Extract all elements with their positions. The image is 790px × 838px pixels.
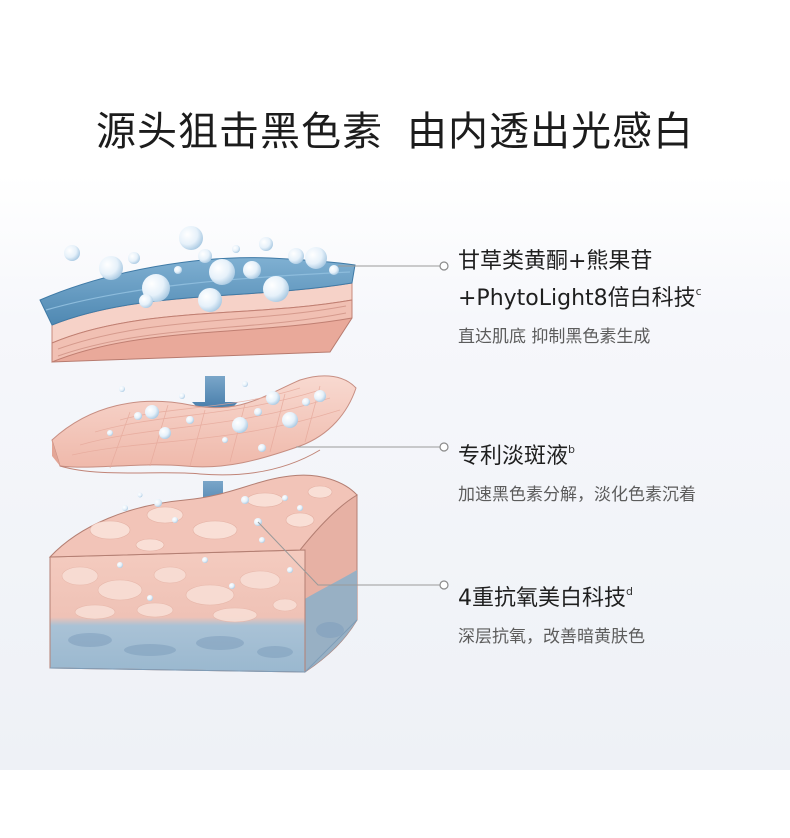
callout-1-desc: 直达肌底 抑制黑色素生成	[458, 327, 651, 347]
bubble-icon	[64, 226, 339, 312]
bottom-band	[0, 770, 790, 838]
callout-2-line1: 专利淡斑液	[458, 444, 569, 469]
callout-2-sup: b	[568, 443, 575, 456]
callout-1-heading: 甘草类黄酮+熊果苷 +PhytoLight8倍白科技c	[458, 247, 702, 314]
middle-skin-layer	[51, 375, 357, 476]
callout-1-line2: +PhytoLight8倍白科技	[458, 286, 696, 311]
top-skin-layer	[39, 257, 356, 363]
callout-3-sup: d	[626, 585, 633, 598]
connector-lines	[257, 265, 440, 586]
callout-1-sup: c	[695, 285, 702, 298]
callout-3-desc: 深层抗氧，改善暗黄肤色	[458, 627, 645, 647]
bubble-icon	[117, 492, 303, 601]
connector-dot-icon	[439, 261, 449, 590]
callout-1: 甘草类黄酮+熊果苷 +PhytoLight8倍白科技c 直达肌底 抑制黑色素生成	[458, 247, 702, 350]
callout-1-line1: 甘草类黄酮+熊果苷	[458, 249, 653, 274]
callout-2-desc: 加速黑色素分解，淡化色素沉着	[458, 485, 696, 505]
title-part-2: 由内透出光感白	[407, 109, 694, 155]
callout-2-heading: 专利淡斑液b	[458, 435, 696, 472]
bubble-icon	[107, 381, 326, 452]
callout-3-heading: 4重抗氧美白科技d	[458, 577, 645, 614]
callout-3: 4重抗氧美白科技d 深层抗氧，改善暗黄肤色	[458, 577, 645, 650]
skin-block	[48, 474, 358, 673]
page-title: 源头狙击黑色素由内透出光感白	[0, 104, 790, 160]
title-part-1: 源头狙击黑色素	[96, 109, 383, 155]
callout-2: 专利淡斑液b 加速黑色素分解，淡化色素沉着	[458, 435, 696, 508]
callout-3-line1: 4重抗氧美白科技	[458, 586, 626, 611]
